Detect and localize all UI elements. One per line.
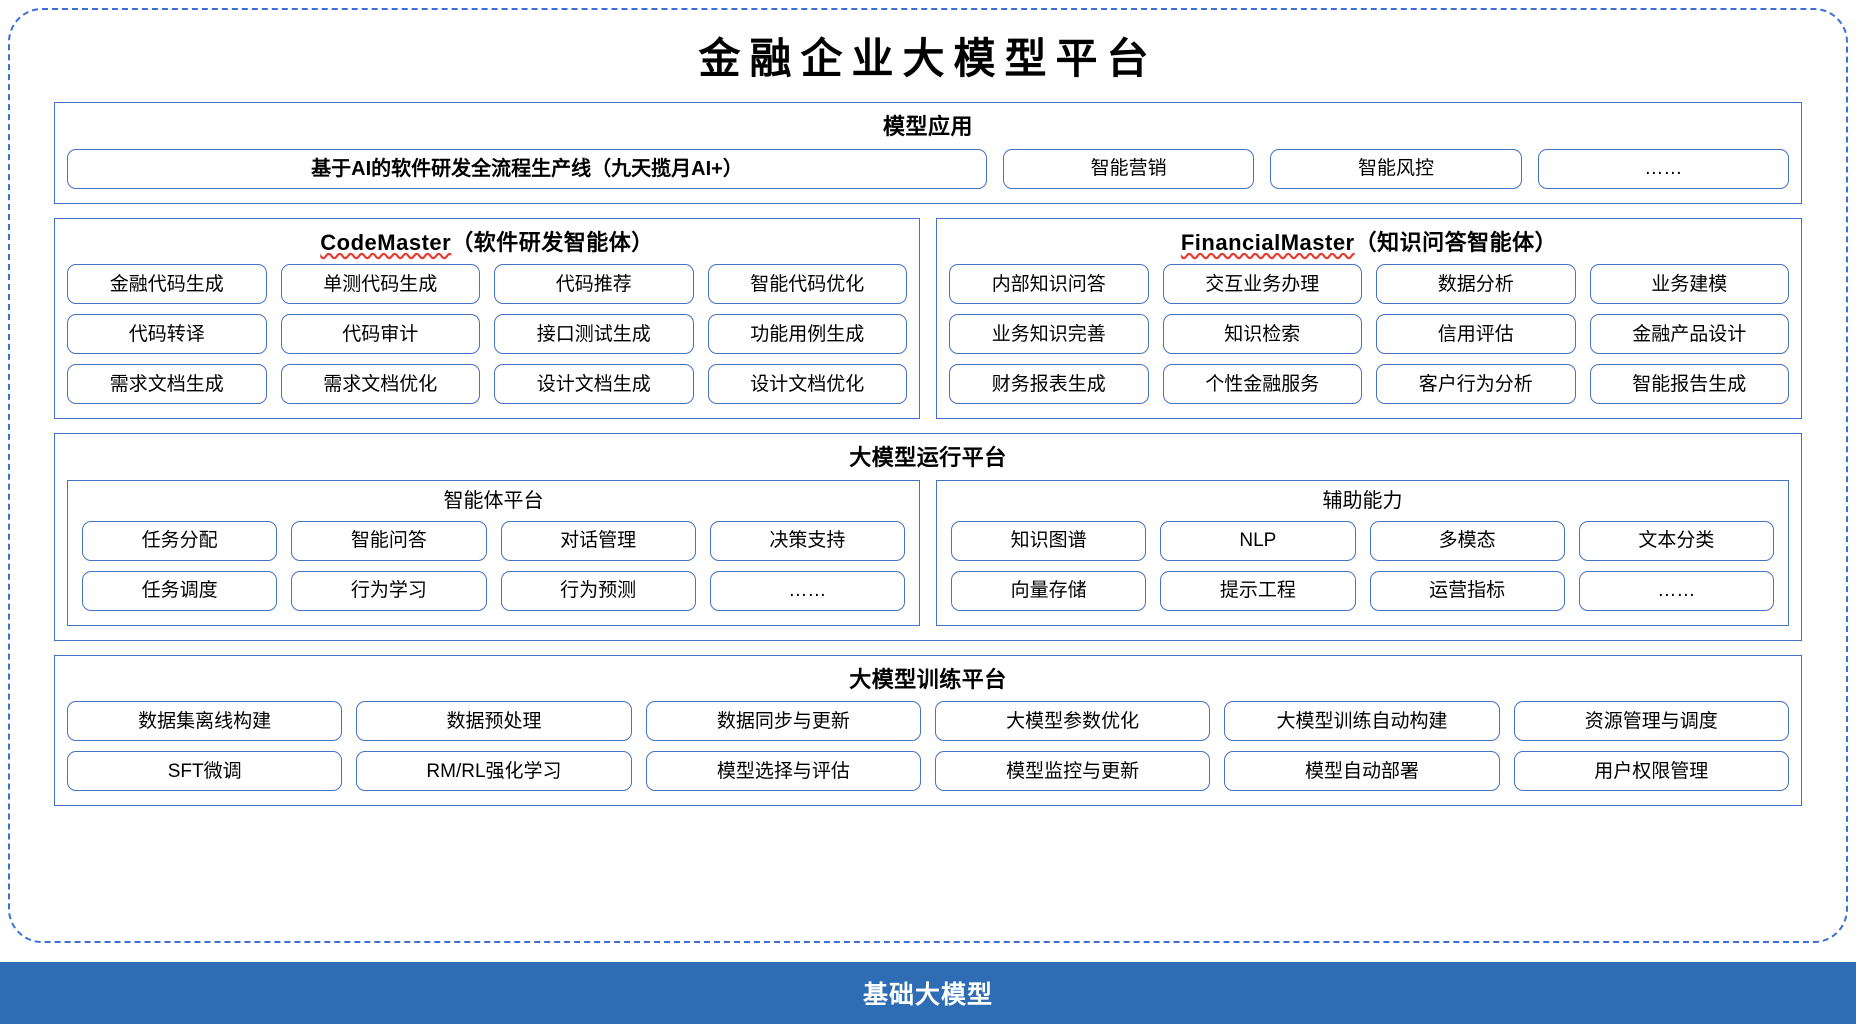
training-item-dataset-offline-build[interactable]: 数据集离线构建 <box>67 701 343 741</box>
agent-platform-item-smart-qa[interactable]: 智能问答 <box>291 520 487 561</box>
codemaster-item-feature-case-gen[interactable]: 功能用例生成 <box>707 314 907 354</box>
base-model-bar: 基础大模型 <box>0 962 1856 1024</box>
auxiliary-item-ellipsis[interactable]: …… <box>1578 570 1774 611</box>
financialmaster-row-3: 财务报表生成 个性金融服务 客户行为分析 智能报告生成 <box>949 364 1789 404</box>
app-item-smart-marketing[interactable]: 智能营销 <box>1003 148 1255 189</box>
codemaster-name-en: CodeMaster <box>320 229 452 255</box>
page-title: 金融企业大模型平台 <box>698 34 1158 83</box>
financialmaster-row-2: 业务知识完善 知识检索 信用评估 金融产品设计 <box>949 314 1789 354</box>
section-runtime-platform: 大模型运行平台 智能体平台 任务分配 智能问答 对话管理 决策支持 任务调度 行… <box>54 433 1802 641</box>
agent-platform-item-decision-support[interactable]: 决策支持 <box>709 520 905 561</box>
auxiliary-item-multimodal[interactable]: 多模态 <box>1369 520 1565 561</box>
training-item-model-selection-eval[interactable]: 模型选择与评估 <box>645 751 921 791</box>
runtime-panels: 智能体平台 任务分配 智能问答 对话管理 决策支持 任务调度 行为学习 行为预测… <box>67 479 1789 626</box>
panel-auxiliary-capability: 辅助能力 知识图谱 NLP 多模态 文本分类 向量存储 提示工程 运营指标 …… <box>936 479 1789 626</box>
training-item-data-sync-update[interactable]: 数据同步与更新 <box>645 701 921 741</box>
section-title-codemaster: CodeMaster（软件研发智能体） <box>67 229 907 265</box>
financialmaster-item-smart-report-gen[interactable]: 智能报告生成 <box>1589 364 1789 404</box>
financialmaster-item-internal-knowledge-qa[interactable]: 内部知识问答 <box>949 264 1149 304</box>
codemaster-item-requirement-doc-optimize[interactable]: 需求文档优化 <box>280 364 480 404</box>
section-title-model-application: 模型应用 <box>882 114 973 139</box>
section-model-application: 模型应用 基于AI的软件研发全流程生产线（九天揽月AI+） 智能营销 智能风控 … <box>54 102 1802 204</box>
section-title-financialmaster: FinancialMaster（知识问答智能体） <box>949 229 1789 265</box>
training-item-user-permission[interactable]: 用户权限管理 <box>1513 751 1789 791</box>
platform-outer-frame: 金融企业大模型平台 模型应用 基于AI的软件研发全流程生产线（九天揽月AI+） … <box>8 8 1848 943</box>
financialmaster-name-cn: （知识问答智能体） <box>1354 229 1558 255</box>
agent-platform-item-task-allocation[interactable]: 任务分配 <box>82 520 278 561</box>
financialmaster-item-business-modeling[interactable]: 业务建模 <box>1589 264 1789 304</box>
codemaster-item-code-recommend[interactable]: 代码推荐 <box>494 264 694 304</box>
financialmaster-item-interactive-business[interactable]: 交互业务办理 <box>1162 264 1362 304</box>
financialmaster-item-knowledge-retrieval[interactable]: 知识检索 <box>1162 314 1362 354</box>
codemaster-row-2: 代码转译 代码审计 接口测试生成 功能用例生成 <box>67 314 907 354</box>
auxiliary-row-2: 向量存储 提示工程 运营指标 …… <box>951 570 1774 611</box>
codemaster-item-smart-code-optimize[interactable]: 智能代码优化 <box>707 264 907 304</box>
training-item-resource-management[interactable]: 资源管理与调度 <box>1513 701 1789 741</box>
agent-platform-row-2: 任务调度 行为学习 行为预测 …… <box>82 570 905 611</box>
codemaster-item-requirement-doc-gen[interactable]: 需求文档生成 <box>67 364 267 404</box>
financialmaster-item-credit-assessment[interactable]: 信用评估 <box>1376 314 1576 354</box>
codemaster-item-design-doc-optimize[interactable]: 设计文档优化 <box>707 364 907 404</box>
auxiliary-item-vector-storage[interactable]: 向量存储 <box>951 570 1147 611</box>
codemaster-row-3: 需求文档生成 需求文档优化 设计文档生成 设计文档优化 <box>67 364 907 404</box>
section-training-platform: 大模型训练平台 数据集离线构建 数据预处理 数据同步与更新 大模型参数优化 大模… <box>54 654 1802 806</box>
agent-platform-item-behavior-prediction[interactable]: 行为预测 <box>500 570 696 611</box>
financialmaster-row-1: 内部知识问答 交互业务办理 数据分析 业务建模 <box>949 264 1789 304</box>
financialmaster-name-en: FinancialMaster <box>1180 229 1355 255</box>
section-title-runtime-platform: 大模型运行平台 <box>849 445 1007 470</box>
panel-title-auxiliary-capability: 辅助能力 <box>1322 489 1403 512</box>
agent-platform-item-task-scheduling[interactable]: 任务调度 <box>82 570 278 611</box>
agent-platform-item-ellipsis[interactable]: …… <box>709 570 905 611</box>
codemaster-name-cn: （软件研发智能体） <box>451 229 654 255</box>
training-item-auto-training-build[interactable]: 大模型训练自动构建 <box>1224 701 1500 741</box>
codemaster-item-code-translate[interactable]: 代码转译 <box>67 314 267 354</box>
codemaster-item-code-audit[interactable]: 代码审计 <box>280 314 480 354</box>
financialmaster-item-financial-report-gen[interactable]: 财务报表生成 <box>949 364 1149 404</box>
section-codemaster: CodeMaster（软件研发智能体） 金融代码生成 单测代码生成 代码推荐 智… <box>54 217 920 419</box>
training-row-2: SFT微调 RM/RL强化学习 模型选择与评估 模型监控与更新 模型自动部署 用… <box>67 751 1789 791</box>
codemaster-item-finance-code-gen[interactable]: 金融代码生成 <box>67 264 267 304</box>
app-item-smart-risk-control[interactable]: 智能风控 <box>1270 148 1522 189</box>
app-item-ai-pipeline[interactable]: 基于AI的软件研发全流程生产线（九天揽月AI+） <box>67 148 987 189</box>
training-item-model-param-optimize[interactable]: 大模型参数优化 <box>934 701 1211 741</box>
codemaster-item-design-doc-gen[interactable]: 设计文档生成 <box>494 364 694 404</box>
agent-platform-row-1: 任务分配 智能问答 对话管理 决策支持 <box>82 520 905 561</box>
auxiliary-item-text-classification[interactable]: 文本分类 <box>1578 520 1774 561</box>
training-item-sft-finetune[interactable]: SFT微调 <box>67 751 343 791</box>
auxiliary-row-1: 知识图谱 NLP 多模态 文本分类 <box>951 520 1774 561</box>
codemaster-row-1: 金融代码生成 单测代码生成 代码推荐 智能代码优化 <box>67 264 907 304</box>
model-application-items: 基于AI的软件研发全流程生产线（九天揽月AI+） 智能营销 智能风控 …… <box>67 148 1789 189</box>
base-model-label: 基础大模型 <box>862 981 993 1009</box>
section-financialmaster: FinancialMaster（知识问答智能体） 内部知识问答 交互业务办理 数… <box>936 217 1802 419</box>
training-item-model-auto-deploy[interactable]: 模型自动部署 <box>1224 751 1500 791</box>
codemaster-item-unit-test-gen[interactable]: 单测代码生成 <box>280 264 480 304</box>
agent-platform-item-dialog-management[interactable]: 对话管理 <box>500 520 696 561</box>
codemaster-item-api-test-gen[interactable]: 接口测试生成 <box>494 314 694 354</box>
training-row-1: 数据集离线构建 数据预处理 数据同步与更新 大模型参数优化 大模型训练自动构建 … <box>67 701 1789 741</box>
auxiliary-item-nlp[interactable]: NLP <box>1160 520 1356 561</box>
agent-platform-item-behavior-learning[interactable]: 行为学习 <box>291 570 487 611</box>
agent-sections: CodeMaster（软件研发智能体） 金融代码生成 单测代码生成 代码推荐 智… <box>54 217 1802 419</box>
financialmaster-item-business-knowledge-improve[interactable]: 业务知识完善 <box>949 314 1149 354</box>
auxiliary-item-prompt-engineering[interactable]: 提示工程 <box>1160 570 1356 611</box>
section-title-training-platform: 大模型训练平台 <box>849 666 1007 692</box>
app-item-ellipsis[interactable]: …… <box>1537 148 1789 189</box>
financialmaster-item-customer-behavior-analysis[interactable]: 客户行为分析 <box>1376 364 1576 404</box>
financialmaster-item-financial-product-design[interactable]: 金融产品设计 <box>1589 314 1789 354</box>
panel-agent-platform: 智能体平台 任务分配 智能问答 对话管理 决策支持 任务调度 行为学习 行为预测… <box>67 479 920 626</box>
financialmaster-item-data-analysis[interactable]: 数据分析 <box>1376 264 1576 304</box>
training-item-data-preprocessing[interactable]: 数据预处理 <box>356 701 632 741</box>
training-item-rm-rl[interactable]: RM/RL强化学习 <box>356 751 632 791</box>
auxiliary-item-knowledge-graph[interactable]: 知识图谱 <box>951 520 1147 561</box>
training-item-model-monitor-update[interactable]: 模型监控与更新 <box>934 751 1211 791</box>
panel-title-agent-platform: 智能体平台 <box>443 489 544 512</box>
auxiliary-item-operation-metrics[interactable]: 运营指标 <box>1369 570 1565 611</box>
financialmaster-item-personalized-service[interactable]: 个性金融服务 <box>1162 364 1362 404</box>
